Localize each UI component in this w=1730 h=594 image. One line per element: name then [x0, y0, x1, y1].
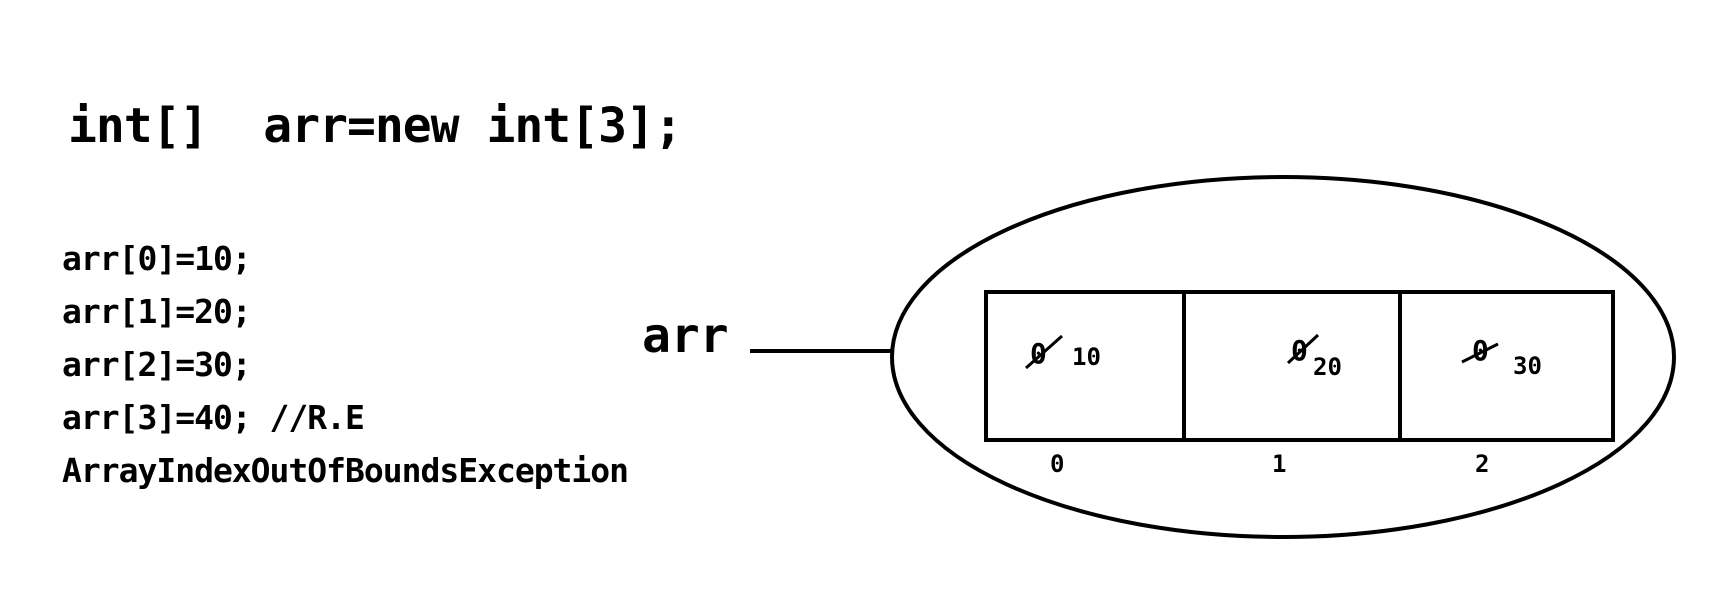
code-line-assign-2: arr[2]=30;	[62, 345, 252, 384]
strike-mark	[1286, 333, 1320, 365]
reference-variable-label: arr	[642, 308, 729, 364]
assigned-value: 10	[1072, 343, 1101, 371]
code-line-assign-0: arr[0]=10;	[62, 239, 252, 278]
array-box	[984, 290, 1615, 442]
default-value: 0	[1472, 334, 1489, 367]
default-value: 0	[1030, 337, 1047, 370]
index-label-0: 0	[1050, 450, 1064, 478]
assigned-value: 20	[1313, 353, 1342, 381]
array-cell-1: 0 20	[1286, 333, 1342, 381]
default-value: 0	[1291, 334, 1308, 367]
exception-name: ArrayIndexOutOfBoundsException	[62, 451, 629, 490]
code-listing: arr[0]=10; arr[1]=20; arr[2]=30; arr[3]=…	[62, 232, 629, 497]
array-cell-2: 0 30	[1461, 334, 1542, 380]
code-line-assign-3: arr[3]=40; //R.E	[62, 398, 365, 437]
index-label-1: 1	[1272, 450, 1286, 478]
assigned-value: 30	[1513, 352, 1542, 380]
array-cell-0: 0 10	[1025, 334, 1101, 371]
strike-mark	[1461, 342, 1499, 364]
heap-object-ellipse	[890, 175, 1676, 539]
index-label-2: 2	[1475, 450, 1489, 478]
code-line-assign-1: arr[1]=20;	[62, 292, 252, 331]
array-declaration: int[] arr=new int[3];	[68, 98, 683, 154]
strike-mark	[1025, 334, 1063, 370]
